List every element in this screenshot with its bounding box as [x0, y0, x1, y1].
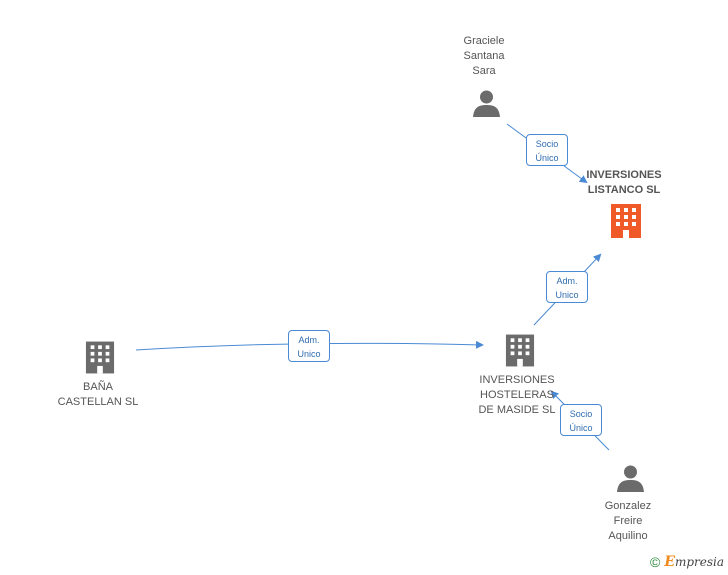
edge-label-adm-unico[interactable]: Adm. Unico — [546, 271, 588, 303]
person-icon[interactable] — [472, 89, 501, 118]
node-label-gonzalez: Gonzalez Freire Aquilino — [604, 500, 652, 542]
building-icon[interactable] — [610, 204, 642, 238]
person-icon[interactable] — [616, 464, 645, 493]
building-icon[interactable] — [85, 341, 115, 374]
node-label-graciele: Graciele Santana Sara — [463, 35, 505, 77]
edge-label-socio-unico[interactable]: Socio Único — [560, 404, 602, 436]
edge-label-socio-unico[interactable]: Socio Único — [526, 134, 568, 166]
copyright-symbol: © — [650, 554, 661, 570]
node-label-hosteleras: INVERSIONES HOSTELERAS DE MASIDE SL — [478, 374, 556, 416]
edge-label-adm-unico[interactable]: Adm. Unico — [288, 330, 330, 362]
footer-brand: © Empresia — [650, 554, 724, 570]
node-label-bana: BAÑA CASTELLAN SL — [57, 381, 139, 408]
building-icon[interactable] — [505, 334, 535, 367]
node-label-listanco: INVERSIONES LISTANCO SL — [586, 169, 662, 196]
empresia-logo[interactable]: Empresia — [664, 554, 725, 570]
